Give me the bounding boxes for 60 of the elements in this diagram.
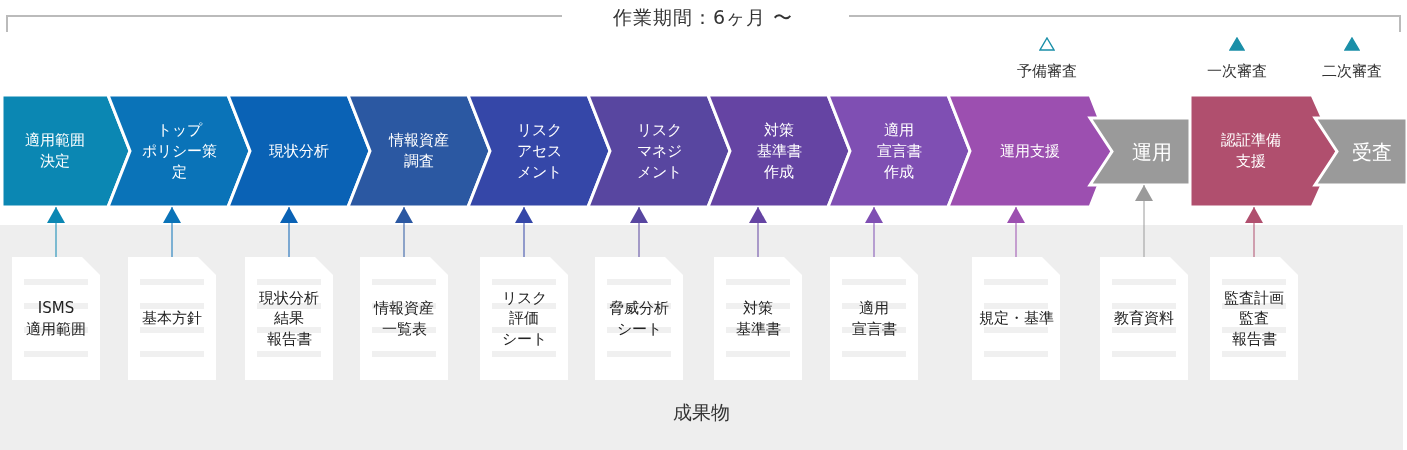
- arrow: [47, 206, 65, 258]
- document-card: [714, 257, 802, 380]
- step-label: 情報資産調査: [389, 130, 449, 172]
- arrow: [749, 206, 767, 258]
- chevron-step: [108, 95, 250, 207]
- arrow: [395, 206, 413, 258]
- step-label: 適用宣言書作成: [876, 119, 922, 183]
- step-label: 現状分析: [269, 140, 329, 162]
- panel-label: 成果物: [673, 400, 730, 425]
- deliverables-panel: [0, 225, 1403, 450]
- step-label: リスクマネジメント: [636, 119, 682, 183]
- document-label: 対策基準書: [735, 298, 781, 339]
- arrow: [163, 206, 181, 258]
- period-label: 作業期間：6ヶ月 〜: [612, 5, 794, 30]
- milestone-label: 一次審査: [1207, 62, 1267, 81]
- document-label: 情報資産一覧表: [374, 298, 434, 339]
- chevron-step: [348, 95, 490, 207]
- milestone-label: 予備審査: [1017, 62, 1077, 81]
- document-label: 教育資料: [1114, 308, 1174, 329]
- chevron-step: [828, 95, 970, 207]
- chevron-step: [468, 95, 610, 207]
- document-label: 適用宣言書: [851, 298, 897, 339]
- arrow: [280, 206, 298, 258]
- step-label: トップポリシー策定: [141, 119, 217, 183]
- chevron-step: [708, 95, 850, 207]
- document-card: [245, 257, 333, 380]
- document-card: [595, 257, 683, 380]
- document-label: 脅威分析シート: [609, 298, 669, 339]
- step-label: リスクアセスメント: [516, 119, 562, 183]
- document-label: リスク評価シート: [501, 288, 547, 349]
- step-label: 運用: [1132, 138, 1172, 166]
- milestone-label: 二次審査: [1322, 62, 1382, 81]
- document-label: 規定・基準: [978, 308, 1054, 329]
- document-card: [480, 257, 568, 380]
- arrow: [630, 206, 648, 258]
- document-card: [1210, 257, 1298, 380]
- document-card: [830, 257, 918, 380]
- document-card: [128, 257, 216, 380]
- document-label: 現状分析結果報告書: [259, 288, 319, 349]
- step-label: 受査: [1352, 138, 1392, 166]
- arrow: [865, 206, 883, 258]
- document-label: 監査計画監査報告書: [1224, 288, 1284, 349]
- document-card: [360, 257, 448, 380]
- arrow: [1007, 206, 1025, 258]
- document-label: ISMS適用範囲: [26, 298, 86, 339]
- arrow: [1135, 184, 1153, 258]
- chevron-step: [588, 95, 730, 207]
- document-card: [972, 257, 1060, 380]
- arrow: [1245, 206, 1263, 258]
- step-label: 対策基準書作成: [756, 119, 802, 183]
- chevron-step: [2, 95, 130, 207]
- step-label: 運用支援: [1000, 140, 1060, 162]
- step-label: 適用範囲決定: [25, 130, 85, 172]
- step-label: 認証準備支援: [1221, 130, 1281, 172]
- chevron-step: [228, 95, 370, 207]
- document-card: [12, 257, 100, 380]
- arrow: [515, 206, 533, 258]
- document-label: 基本方針: [142, 308, 202, 329]
- document-card: [1100, 257, 1188, 380]
- chevron-step: [1190, 95, 1337, 207]
